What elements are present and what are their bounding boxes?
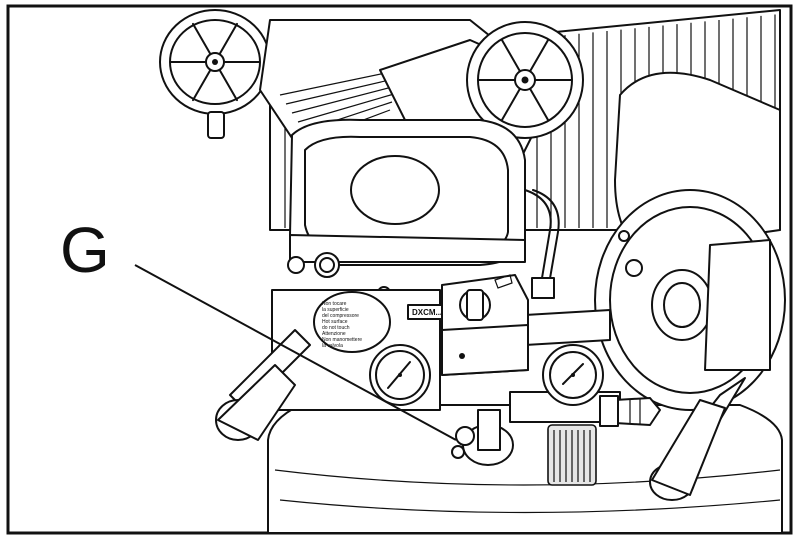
right-fan-wheel	[466, 21, 584, 139]
tank-pressure-gauge	[369, 344, 431, 406]
cooling-fin	[291, 85, 397, 114]
sticker-line: la valvola	[322, 343, 343, 349]
wheel-spoke	[192, 22, 211, 55]
callout-letter: G	[60, 214, 110, 286]
crankcase	[289, 118, 526, 266]
air-tank	[267, 404, 783, 534]
cooling-fin	[279, 69, 401, 96]
sticker-line: Attenzione	[322, 331, 346, 337]
cooling-fin	[285, 77, 399, 105]
sticker-line: Hot surface	[322, 319, 348, 325]
safety-valve	[451, 409, 514, 466]
callout-g: G	[60, 214, 457, 441]
cooling-fin	[297, 93, 395, 123]
wheel-spoke	[219, 22, 238, 55]
pressure-switch	[441, 274, 529, 376]
delivery-tube	[524, 189, 560, 299]
wheel-spoke	[529, 39, 549, 73]
nameplate-code: DXCM..A1	[412, 308, 451, 317]
electric-motor	[594, 71, 786, 411]
sticker-line: Non manomettere	[322, 337, 362, 343]
sticker-line: Non tocare	[322, 301, 347, 307]
wheel-spoke	[219, 69, 238, 102]
sticker-line: la superficie	[322, 307, 349, 313]
right-handle	[649, 377, 746, 501]
left-fan-wheel	[159, 9, 271, 139]
wheel-spoke	[501, 87, 521, 121]
wheel-spoke	[529, 87, 549, 121]
quick-coupling	[599, 395, 661, 427]
sticker-line: del compressore	[322, 313, 359, 319]
wheel-spoke	[192, 69, 211, 102]
sticker-line: do not touch	[322, 325, 350, 331]
wheel-spoke	[501, 39, 521, 73]
leader-line	[134, 264, 457, 441]
